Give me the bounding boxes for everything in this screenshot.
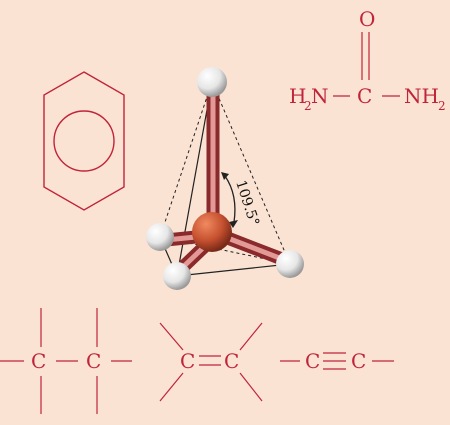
ethyne-carbon-2: C	[351, 349, 366, 373]
urea-formula: O H 2 N C NH 2	[289, 7, 446, 113]
ethane-formula: C C	[0, 308, 132, 414]
urea-oxygen: O	[359, 7, 375, 31]
hydrogen-atom-right	[276, 250, 304, 278]
urea-left-h: H	[289, 84, 306, 108]
urea-left-n: N	[311, 84, 329, 108]
urea-left-sub: 2	[304, 99, 312, 113]
urea-right-nh: NH	[404, 84, 439, 108]
ethyne-carbon-1: C	[305, 349, 320, 373]
benzene-hexagon	[43, 71, 125, 211]
tetrahedral-molecule-icon: 109.5°	[146, 67, 304, 290]
benzene-ring-icon	[43, 71, 125, 211]
hydrogen-atom-bottom	[163, 262, 191, 290]
urea-right-sub: 2	[438, 99, 446, 113]
ethyne-formula: C C	[280, 349, 394, 373]
ethene-carbon-2: C	[224, 349, 239, 373]
hydrogen-atom-top	[197, 67, 227, 97]
ethene-carbon-1: C	[180, 349, 195, 373]
ethane-carbon-2: C	[86, 349, 101, 373]
ethene-formula: C C	[159, 322, 263, 402]
carbon-atom	[192, 212, 232, 252]
urea-carbon: C	[357, 84, 372, 108]
benzene-inner-circle	[53, 110, 115, 172]
hydrogen-atom-left	[146, 223, 174, 251]
ethane-carbon-1: C	[31, 349, 46, 373]
